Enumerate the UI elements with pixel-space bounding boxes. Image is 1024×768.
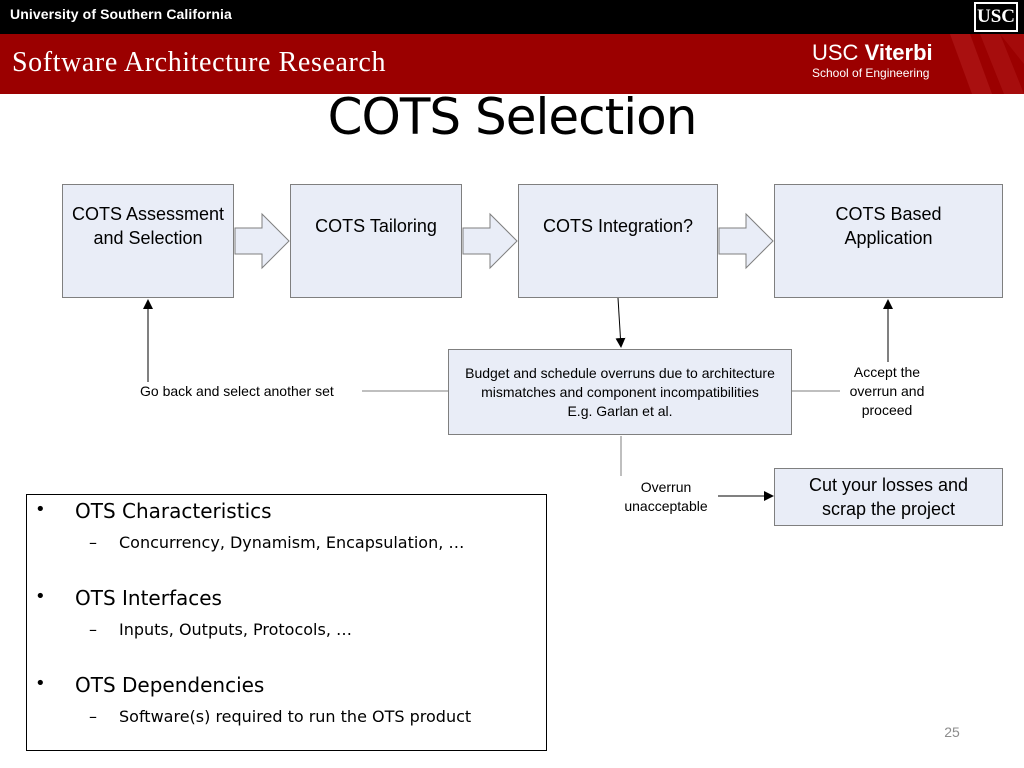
bullet-icon: • [35,586,46,607]
node-cut-losses: Cut your losses and scrap the project [774,468,1003,526]
node-cots-tailoring: COTS Tailoring [290,184,462,298]
group-banner: Software Architecture Research USC Viter… [0,34,1024,94]
block-arrow-2 [462,212,518,270]
viterbi-brand-right: Viterbi [864,40,933,65]
node-cots-application-label: COTS Based Application [835,204,942,248]
dash-icon: – [89,620,97,639]
slide-title: COTS Selection [327,88,698,146]
group-name: Software Architecture Research [12,47,387,78]
edge-label-overrun-unacceptable: Overrun unacceptable [614,478,718,516]
bullet-sub-label: Concurrency, Dynamism, Encapsulation, … [119,533,465,552]
bullet-icon: • [35,673,46,694]
bullet-sub-label: Software(s) required to run the OTS prod… [119,707,472,726]
viterbi-school: School of Engineering [812,66,930,80]
node-cots-assessment-label: COTS Assessment and Selection [71,204,225,248]
viterbi-logo: USC Viterbi School of Engineering [812,41,933,81]
dash-icon: – [89,707,97,726]
bullet-label: OTS Characteristics [75,499,272,523]
dash-icon: – [89,533,97,552]
block-arrow-1 [234,212,290,270]
integration-to-overruns-line [615,297,626,348]
viterbi-brand-left: USC [812,40,859,65]
ots-bullet-list: • OTS Characteristics – Concurrency, Dyn… [26,494,547,751]
node-budget-overruns-reference: E.g. Garlan et al. [567,402,673,419]
page-number: 25 [944,724,960,740]
usc-logo: USC [974,2,1018,32]
node-budget-overruns: Budget and schedule overruns due to arch… [448,349,792,435]
university-name: University of Southern California [10,6,232,22]
bullet-label: OTS Dependencies [75,673,265,697]
node-cots-tailoring-label: COTS Tailoring [315,215,437,236]
node-cots-based-application: COTS Based Application [774,184,1003,298]
node-cots-integration: COTS Integration? [518,184,718,298]
node-budget-overruns-text: Budget and schedule overruns due to arch… [465,364,775,400]
bullet-label: OTS Interfaces [75,586,222,610]
block-arrow-3 [718,212,774,270]
edge-label-accept: Accept the overrun and proceed [840,363,934,420]
bullet-sub-label: Inputs, Outputs, Protocols, … [119,620,353,639]
node-cots-integration-label: COTS Integration? [542,215,694,236]
node-cut-losses-label: Cut your losses and scrap the project [808,475,969,519]
banner-decoration [950,34,1024,94]
edge-label-go-back: Go back and select another set [140,382,334,401]
bullet-icon: • [35,499,46,520]
node-cots-assessment: COTS Assessment and Selection [62,184,234,298]
university-bar: University of Southern California USC [0,0,1024,34]
